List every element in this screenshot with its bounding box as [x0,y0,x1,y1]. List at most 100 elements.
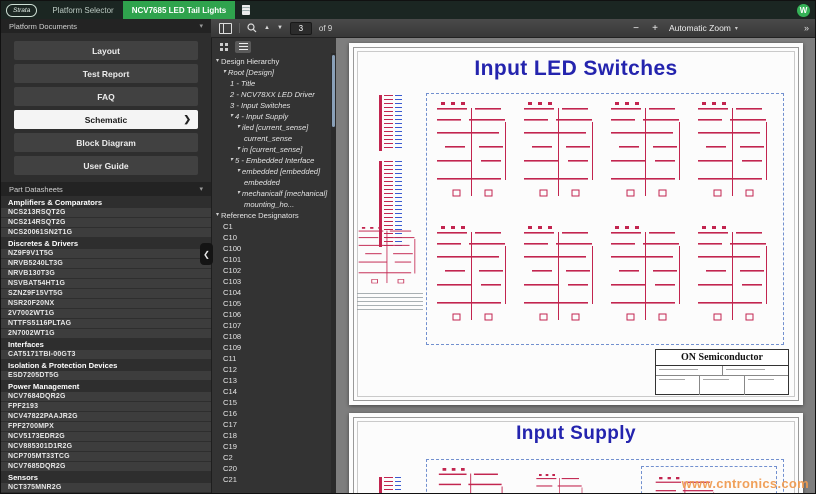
part-datasheet-item[interactable]: NSR20F20NX [1,299,211,308]
outline-item[interactable]: C105 [212,298,331,309]
next-page-icon[interactable]: ▼ [276,25,283,31]
outline-item[interactable]: 3 - Input Switches [212,100,331,111]
outline-item[interactable]: C14 [212,386,331,397]
doc-button-test-report[interactable]: Test Report [14,64,198,83]
outline-item[interactable]: C107 [212,320,331,331]
toggle-sidebar-icon[interactable] [219,22,232,34]
outline-item[interactable]: C12 [212,364,331,375]
tree-toggle-icon[interactable]: ▾ [230,157,234,163]
part-datasheet-item[interactable]: 2V7002WT1G [1,309,211,318]
outline-item[interactable]: ▾Design Hierarchy [212,56,331,67]
outline-item[interactable]: C11 [212,353,331,364]
outline-scrollbar[interactable] [331,53,336,493]
outline-item[interactable]: C104 [212,287,331,298]
outline-item[interactable]: ▾mechanicalf [mechanical] [212,188,331,199]
outline-item[interactable]: 2 - NCV78XX LED Driver [212,89,331,100]
part-datasheet-item[interactable]: NCV5173EDR2G [1,432,211,441]
part-datasheet-item[interactable]: NCV7685DQR2G [1,462,211,471]
part-datasheet-item[interactable]: NCS20061SN2T1G [1,228,211,237]
part-datasheets-header[interactable]: Part Datasheets ▾ [1,182,211,196]
part-datasheet-item[interactable]: 2N7002WT1G [1,329,211,338]
doc-button-block-diagram[interactable]: Block Diagram [14,133,198,152]
tree-toggle-icon[interactable]: ▾ [237,146,241,152]
outline-item[interactable]: ▾5 - Embedded Interface [212,155,331,166]
part-datasheet-item[interactable]: NCV7684DQR2G [1,392,211,401]
part-datasheet-item[interactable]: NCT375MNR2G [1,483,211,492]
outline-item[interactable]: ▾embedded [embedded] [212,166,331,177]
part-datasheet-item[interactable]: NCP705MT33TCG [1,452,211,461]
zoom-in-button[interactable]: + [652,22,658,34]
part-datasheet-item[interactable]: SZNZ9F15VT5G [1,289,211,298]
outline-item[interactable]: C102 [212,265,331,276]
outline-item[interactable]: C13 [212,375,331,386]
part-datasheet-item[interactable]: NTTFS5116PLTAG [1,319,211,328]
search-icon[interactable] [247,23,257,33]
tree-toggle-icon[interactable]: ▾ [216,58,220,64]
tree-toggle-icon[interactable]: ▾ [216,212,220,218]
outline-view-button[interactable] [235,41,251,53]
scrollbar-thumb[interactable] [332,55,335,127]
part-datasheet-item[interactable]: NCS213RSQT2G [1,208,211,217]
outline-item[interactable]: current_sense [212,133,331,144]
outline-item[interactable]: 1 - Title [212,78,331,89]
outline-item[interactable]: ▾iled [current_sense] [212,122,331,133]
outline-item[interactable]: embedded [212,177,331,188]
outline-item[interactable]: C103 [212,276,331,287]
outline-item[interactable]: C16 [212,408,331,419]
page-number-input[interactable] [289,21,312,35]
tree-toggle-icon[interactable]: ▾ [223,69,227,75]
document-icon[interactable] [242,5,251,15]
outline-item[interactable]: C10 [212,232,331,243]
part-datasheet-item[interactable]: NCS214RSQT2G [1,218,211,227]
outline-item-label: Design Hierarchy [221,57,280,66]
doc-button-user-guide[interactable]: User Guide [14,156,198,175]
part-datasheet-item[interactable]: FPF2700MPX [1,422,211,431]
zoom-select[interactable]: Automatic Zoom ▾ [669,23,738,33]
part-datasheet-item[interactable]: NRVB5240LT3G [1,259,211,268]
tab-platform-selector[interactable]: Platform Selector [52,5,114,15]
zoom-out-button[interactable]: − [633,22,639,34]
outline-item[interactable]: C106 [212,309,331,320]
outline-item[interactable]: C19 [212,441,331,452]
outline-item[interactable]: C17 [212,419,331,430]
part-datasheet-item[interactable]: NCV47822PAAJR2G [1,412,211,421]
outline-item[interactable]: ▾Root [Design] [212,67,331,78]
outline-item[interactable]: C18 [212,430,331,441]
part-datasheet-item[interactable]: FPF2193 [1,402,211,411]
part-datasheet-item[interactable]: NRVB130T3G [1,269,211,278]
avatar[interactable]: W [797,3,810,17]
doc-button-faq[interactable]: FAQ [14,87,198,106]
outline-item[interactable]: C108 [212,331,331,342]
doc-button-schematic[interactable]: Schematic❯ [14,110,198,129]
part-datasheet-item[interactable]: NCV885301D1R2G [1,442,211,451]
tree-toggle-icon[interactable]: ▾ [230,113,234,119]
platform-documents-header[interactable]: Platform Documents ▾ [1,19,211,33]
doc-button-layout[interactable]: Layout [14,41,198,60]
outline-toolbar [212,37,336,55]
part-datasheet-item[interactable]: ESD7205DT5G [1,371,211,380]
tab-platform-ncv7685[interactable]: NCV7685 LED Tail Lights [122,1,236,19]
part-datasheet-item[interactable]: NZ9F9V1T5G [1,249,211,258]
outline-item[interactable]: C15 [212,397,331,408]
previous-page-icon[interactable]: ▲ [264,25,270,31]
outline-item[interactable]: C21 [212,474,331,485]
outline-item[interactable]: C100 [212,243,331,254]
part-datasheet-item[interactable]: CAT5171TBI-00GT3 [1,350,211,359]
tree-toggle-icon[interactable]: ▾ [237,190,241,196]
outline-item[interactable]: mounting_ho... [212,199,331,210]
pdf-viewer[interactable]: Input LED Switches ON Semiconductor [335,37,815,493]
outline-item[interactable]: C1 [212,221,331,232]
outline-item[interactable]: ▾4 - Input Supply [212,111,331,122]
outline-item[interactable]: C101 [212,254,331,265]
more-tools-button[interactable]: » [803,23,809,33]
outline-item[interactable]: C2 [212,452,331,463]
outline-item[interactable]: C109 [212,342,331,353]
outline-item[interactable]: C20 [212,463,331,474]
outline-item[interactable]: ▾Reference Designators [212,210,331,221]
sidebar-collapse-handle[interactable]: ❮ [200,243,213,265]
tree-toggle-icon[interactable]: ▾ [237,124,241,130]
tree-toggle-icon[interactable]: ▾ [237,168,241,174]
outline-item[interactable]: ▾in [current_sense] [212,144,331,155]
thumbnails-view-button[interactable] [216,41,232,53]
part-datasheet-item[interactable]: NSVBAT54HT1G [1,279,211,288]
